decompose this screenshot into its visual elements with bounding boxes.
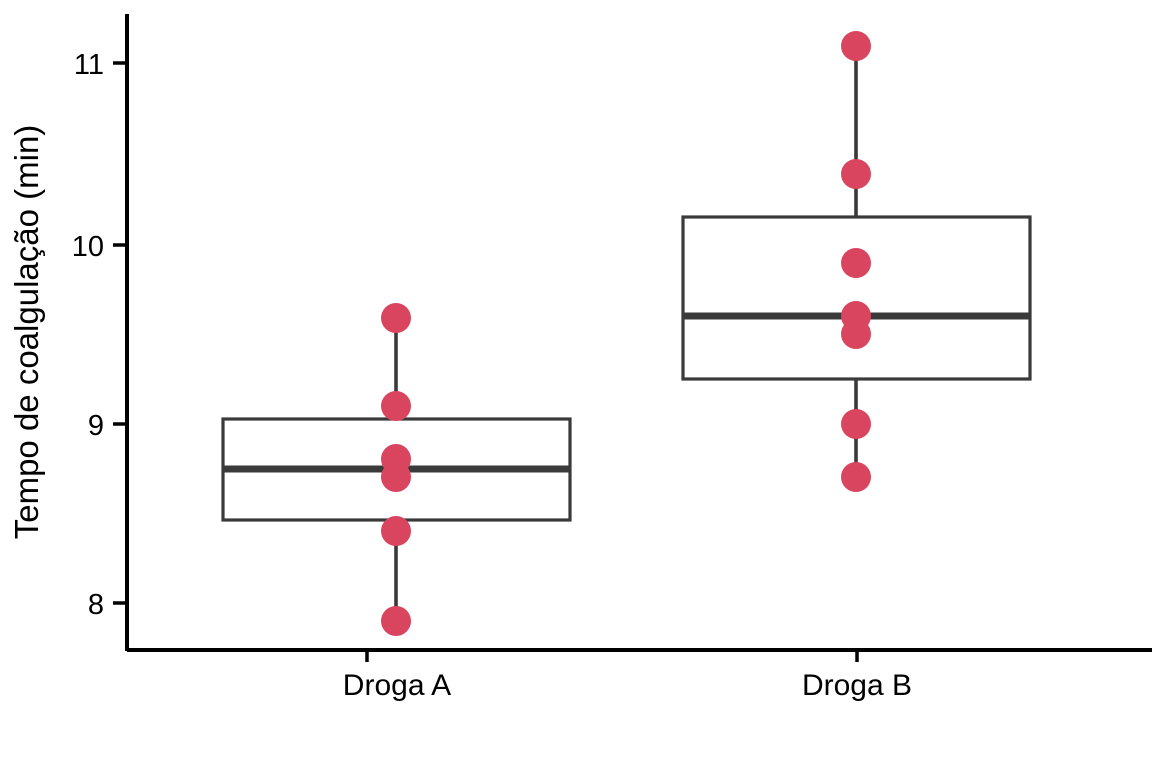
y-axis-title: Tempo de coalgulação (min) (8, 125, 45, 540)
boxplot-group-droga-b (681, 31, 1032, 492)
data-point (381, 391, 411, 421)
data-point (381, 303, 411, 333)
data-point (381, 606, 411, 636)
box-droga-b (681, 215, 1032, 381)
x-tick-droga-b: Droga B (802, 650, 912, 702)
data-point (841, 409, 871, 439)
data-point (841, 248, 871, 278)
data-point (841, 319, 871, 349)
data-point (841, 159, 871, 189)
y-tick-11: 11 (74, 49, 127, 81)
y-tick-8: 8 (88, 589, 127, 621)
y-tick-9: 9 (88, 410, 127, 442)
x-tick-droga-a: Droga A (343, 650, 451, 702)
boxplot-group-droga-a (221, 303, 572, 636)
y-tick-label-11: 11 (74, 49, 104, 81)
data-point (841, 31, 871, 61)
y-tick-label-8: 8 (88, 589, 104, 621)
y-tick-label-10: 10 (72, 231, 104, 263)
data-point (841, 462, 871, 492)
data-point (381, 516, 411, 546)
x-tick-label-droga-a: Droga A (343, 669, 451, 702)
data-point (381, 462, 411, 492)
x-tick-label-droga-b: Droga B (802, 669, 912, 702)
y-tick-label-9: 9 (88, 410, 104, 442)
y-tick-10: 10 (72, 231, 127, 263)
